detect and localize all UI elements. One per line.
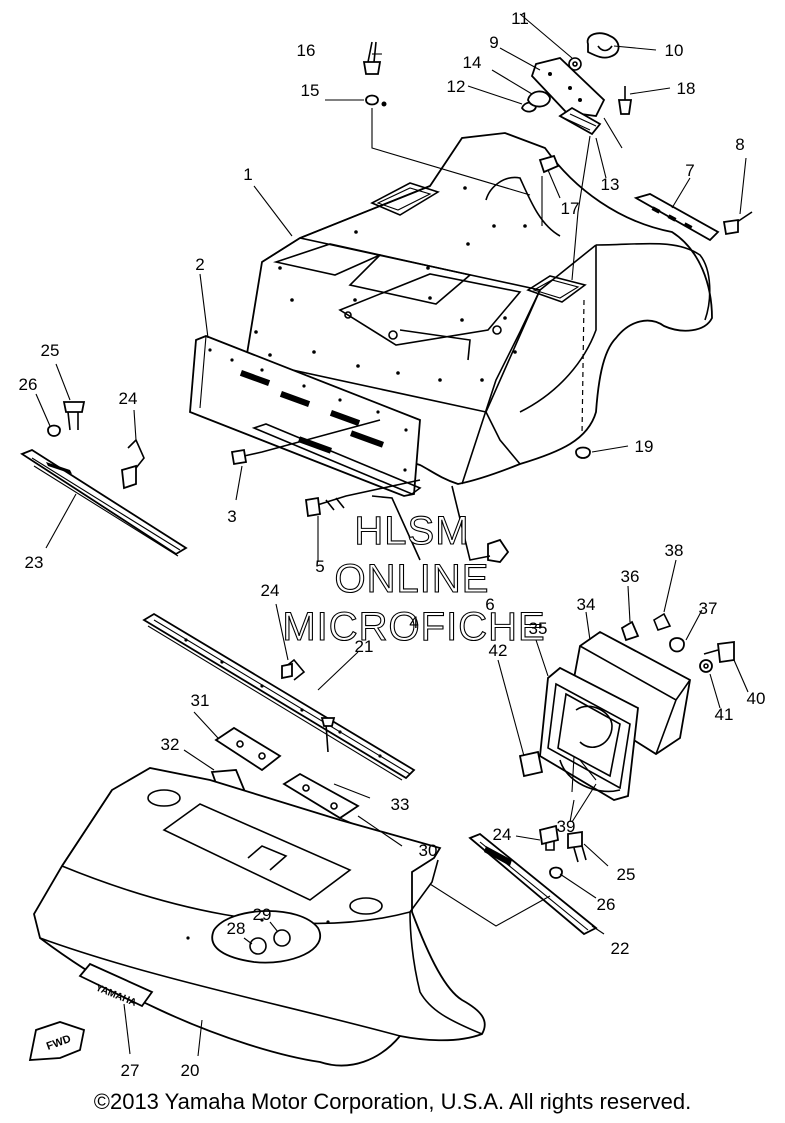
watermark: HLSM ONLINE MICROFICHE bbox=[282, 508, 545, 649]
callout-11: 11 bbox=[511, 9, 529, 28]
callout-35: 35 bbox=[529, 619, 548, 638]
callout-26b: 26 bbox=[597, 895, 616, 914]
callout-33: 33 bbox=[391, 795, 410, 814]
callout-18: 18 bbox=[677, 79, 696, 98]
right-step-bracket-illustration bbox=[429, 824, 598, 936]
front-cowl-illustration: YAMAHA FWD bbox=[28, 767, 486, 1067]
reflector-illustration bbox=[633, 193, 753, 242]
callout-41: 41 bbox=[715, 705, 734, 724]
front-rail-illustration bbox=[142, 612, 416, 781]
callout-1: 1 bbox=[243, 165, 252, 184]
callout-39: 39 bbox=[557, 817, 576, 836]
callout-34: 34 bbox=[577, 595, 596, 614]
grommet-19-illustration bbox=[575, 446, 591, 459]
front-plate-illustration bbox=[189, 335, 422, 497]
callout-leaders bbox=[35, 13, 749, 1057]
callout-40: 40 bbox=[747, 689, 766, 708]
callout-4: 4 bbox=[409, 613, 418, 632]
callout-2: 2 bbox=[195, 255, 204, 274]
callout-8: 8 bbox=[735, 135, 744, 154]
callout-15: 15 bbox=[301, 81, 320, 100]
callout-24c: 24 bbox=[493, 825, 512, 844]
callout-24a: 24 bbox=[119, 389, 138, 408]
callout-14: 14 bbox=[463, 53, 482, 72]
callout-29: 29 bbox=[253, 905, 272, 924]
callout-13: 13 bbox=[601, 175, 620, 194]
callout-19: 19 bbox=[635, 437, 654, 456]
watermark-line-3: MICROFICHE bbox=[282, 605, 545, 649]
callout-12: 12 bbox=[447, 77, 466, 96]
callout-30: 30 bbox=[419, 841, 438, 860]
callout-21: 21 bbox=[355, 637, 374, 656]
callout-38: 38 bbox=[665, 541, 684, 560]
callout-42: 42 bbox=[489, 641, 508, 660]
callout-32: 32 bbox=[161, 735, 180, 754]
callout-17: 17 bbox=[561, 199, 580, 218]
callout-26a: 26 bbox=[19, 375, 38, 394]
callout-37: 37 bbox=[699, 599, 718, 618]
callout-28: 28 bbox=[227, 919, 246, 938]
callout-6: 6 bbox=[485, 595, 494, 614]
headlight-assembly-illustration bbox=[518, 612, 735, 801]
callout-27: 27 bbox=[121, 1061, 140, 1080]
watermark-line-1: HLSM bbox=[354, 509, 469, 553]
callout-25a: 25 bbox=[41, 341, 60, 360]
callout-10: 10 bbox=[665, 41, 684, 60]
callout-5: 5 bbox=[315, 557, 324, 576]
callout-36: 36 bbox=[621, 567, 640, 586]
callout-20: 20 bbox=[181, 1061, 200, 1080]
copyright-notice: ©2013 Yamaha Motor Corporation, U.S.A. A… bbox=[93, 1089, 692, 1114]
callout-16: 16 bbox=[297, 41, 316, 60]
callout-25b: 25 bbox=[617, 865, 636, 884]
callout-7: 7 bbox=[685, 161, 694, 180]
callout-24b: 24 bbox=[261, 581, 280, 600]
callout-9: 9 bbox=[489, 33, 498, 52]
tail-light-bracket-illustration bbox=[362, 32, 633, 436]
front-fasteners-illustration bbox=[230, 419, 510, 563]
callout-23: 23 bbox=[25, 553, 44, 572]
callout-31: 31 bbox=[191, 691, 210, 710]
watermark-line-2: ONLINE bbox=[335, 557, 490, 601]
left-step-bracket-illustration bbox=[20, 401, 188, 557]
callout-3: 3 bbox=[227, 507, 236, 526]
callout-22: 22 bbox=[611, 939, 630, 958]
